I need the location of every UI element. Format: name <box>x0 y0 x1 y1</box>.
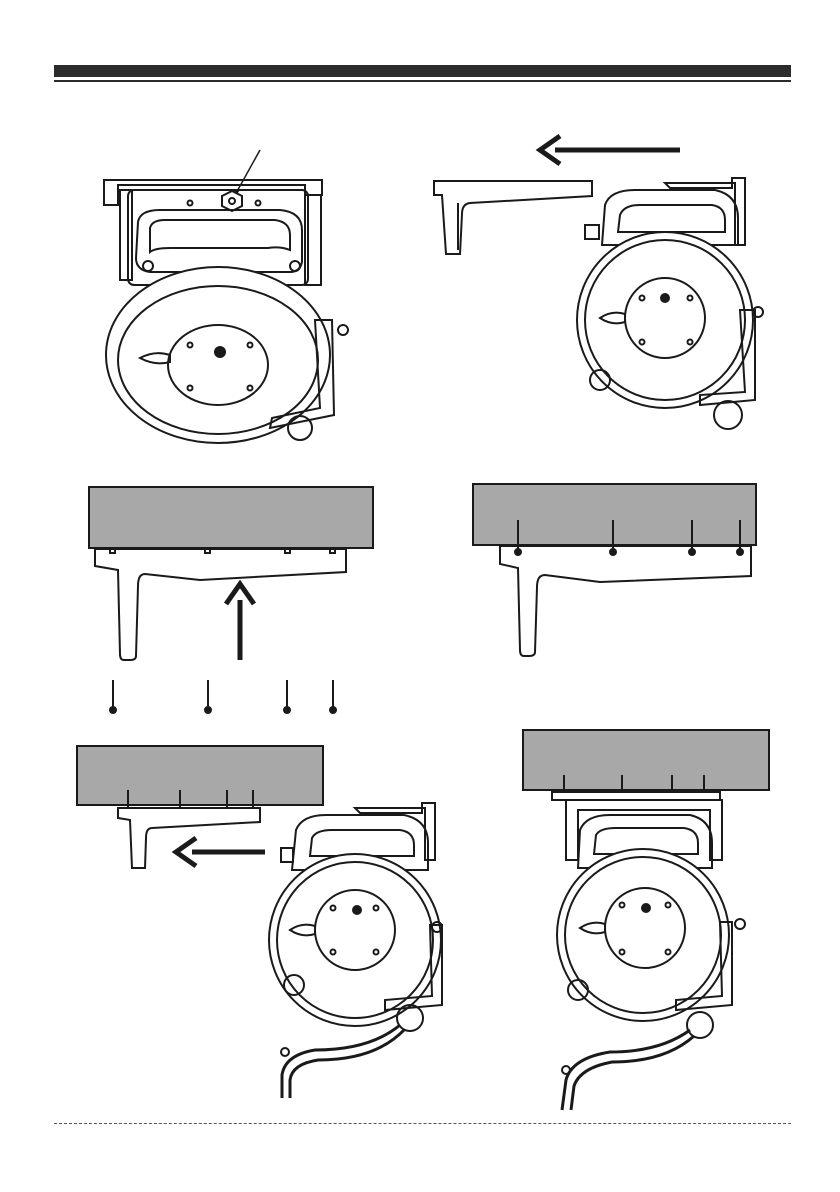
mounting-surface <box>473 484 756 545</box>
screw-icon <box>110 680 336 713</box>
step-6-reel-installed <box>523 730 769 1110</box>
step-4-bracket-mounted <box>473 484 756 656</box>
mounting-surface <box>523 730 769 790</box>
step-1-hose-reel-top-view <box>104 150 348 443</box>
step-2-slide-bracket-off <box>434 136 763 429</box>
mounting-surface <box>89 487 373 548</box>
step-3-fasten-bracket-with-screws <box>89 487 373 713</box>
mounting-surface <box>77 746 323 805</box>
footer-rule <box>54 1123 791 1124</box>
step-5-slide-reel-onto-bracket <box>77 746 442 1098</box>
